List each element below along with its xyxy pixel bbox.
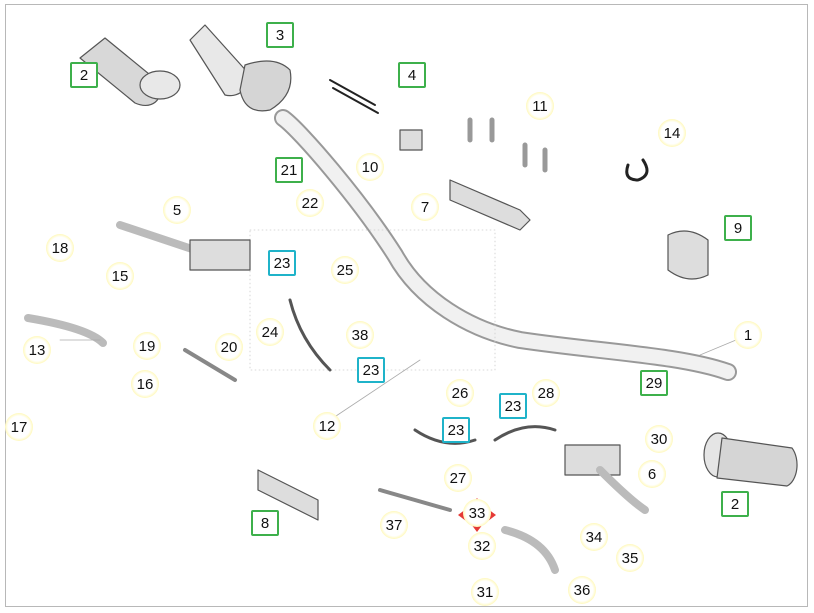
part-callout-2[interactable]: 2 [70, 62, 98, 88]
part-callout-36[interactable]: 36 [568, 576, 596, 604]
part-callout-11[interactable]: 11 [526, 92, 554, 120]
part-callout-23[interactable]: 23 [499, 393, 527, 419]
part-callout-27[interactable]: 27 [444, 464, 472, 492]
part-callout-8[interactable]: 8 [251, 510, 279, 536]
part-callout-5[interactable]: 5 [163, 196, 191, 224]
part-callout-30[interactable]: 30 [645, 425, 673, 453]
left-grip-shape [79, 37, 181, 107]
part-callout-1[interactable]: 1 [734, 321, 762, 349]
part-callout-29[interactable]: 29 [640, 370, 668, 396]
part-callout-19[interactable]: 19 [133, 332, 161, 360]
part-callout-6[interactable]: 6 [638, 460, 666, 488]
part-callout-28[interactable]: 28 [532, 379, 560, 407]
part-callout-21[interactable]: 21 [275, 157, 303, 183]
part-callout-23[interactable]: 23 [357, 357, 385, 383]
part-callout-4[interactable]: 4 [398, 62, 426, 88]
part-callout-13[interactable]: 13 [23, 336, 51, 364]
part-callout-9[interactable]: 9 [724, 215, 752, 241]
part-callout-23[interactable]: 23 [442, 417, 470, 443]
part-callout-35[interactable]: 35 [616, 544, 644, 572]
throttle-shape [189, 24, 292, 112]
diagram-frame [5, 4, 808, 607]
part-callout-24[interactable]: 24 [256, 318, 284, 346]
part-callout-23[interactable]: 23 [268, 250, 296, 276]
right-grip-shape [703, 432, 798, 487]
part-callout-34[interactable]: 34 [580, 523, 608, 551]
part-callout-22[interactable]: 22 [296, 189, 324, 217]
part-callout-14[interactable]: 14 [658, 119, 686, 147]
part-callout-15[interactable]: 15 [106, 262, 134, 290]
part-callout-37[interactable]: 37 [380, 511, 408, 539]
part-callout-26[interactable]: 26 [446, 379, 474, 407]
part-callout-32[interactable]: 32 [468, 532, 496, 560]
part-callout-2[interactable]: 2 [721, 491, 749, 517]
part-callout-25[interactable]: 25 [331, 256, 359, 284]
part-callout-17[interactable]: 17 [5, 413, 33, 441]
part-callout-31[interactable]: 31 [471, 578, 499, 606]
part-callout-10[interactable]: 10 [356, 153, 384, 181]
part-callout-18[interactable]: 18 [46, 234, 74, 262]
part-callout-33[interactable]: 33 [463, 499, 491, 527]
part-callout-7[interactable]: 7 [411, 193, 439, 221]
part-callout-3[interactable]: 3 [266, 22, 294, 48]
part-callout-16[interactable]: 16 [131, 370, 159, 398]
part-callout-12[interactable]: 12 [313, 412, 341, 440]
part-callout-20[interactable]: 20 [215, 333, 243, 361]
part-callout-38[interactable]: 38 [346, 321, 374, 349]
